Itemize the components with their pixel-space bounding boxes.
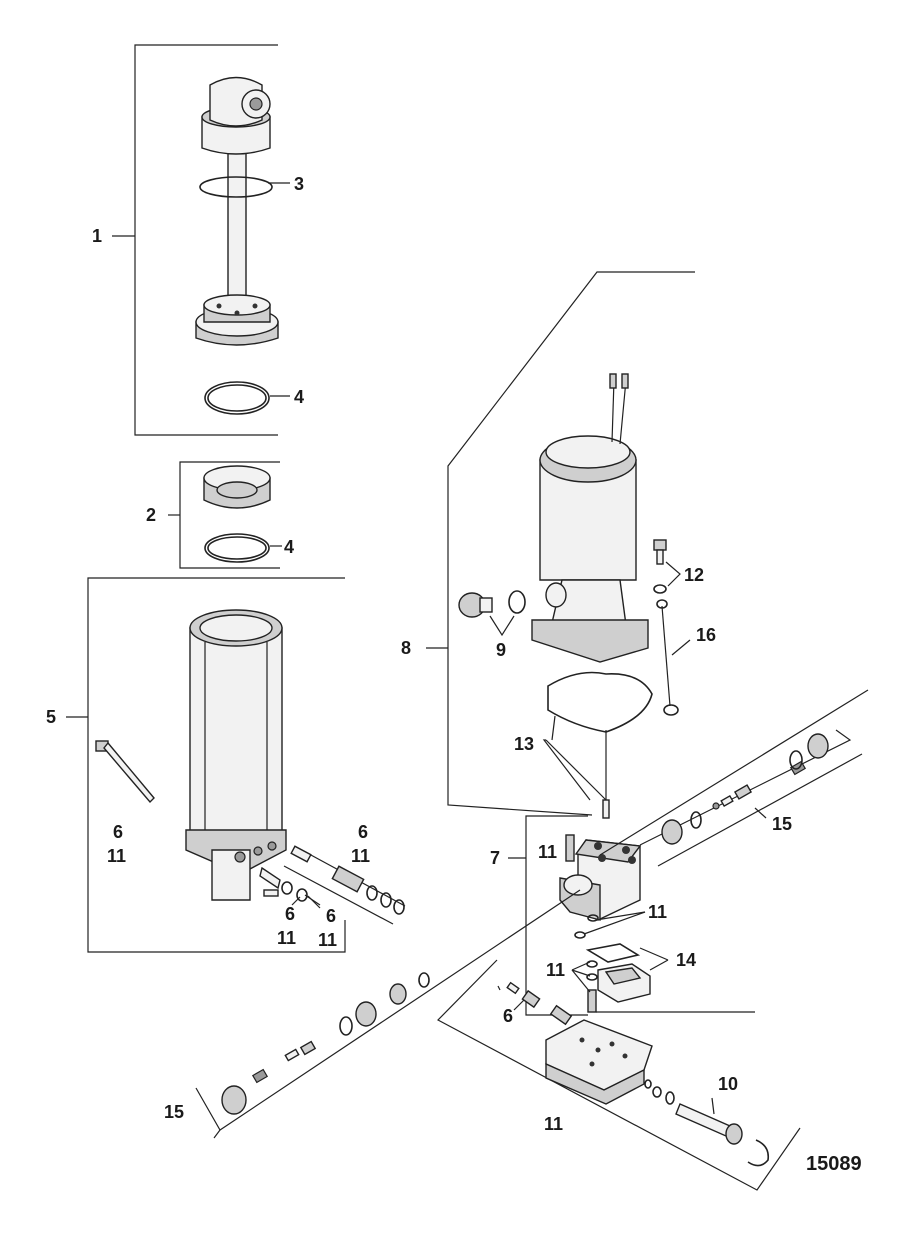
callout-13: 13 bbox=[514, 734, 534, 754]
callout-11-screw: 11 bbox=[538, 842, 557, 862]
o-ring-part-4-upper bbox=[204, 381, 290, 415]
callout-16: 16 bbox=[696, 625, 716, 645]
check-valve-assembly-lower bbox=[195, 889, 581, 1139]
valve-parts-6 bbox=[281, 845, 406, 925]
callout-2: 2 bbox=[146, 505, 156, 525]
callout-11-bolt: 11 bbox=[107, 846, 126, 866]
callout-8: 8 bbox=[401, 638, 411, 658]
screw-washer-part-12 bbox=[653, 539, 681, 609]
callout-6-pin: 6 bbox=[285, 904, 295, 924]
fill-plug-part-9 bbox=[458, 590, 526, 637]
ground-strap-part-16 bbox=[661, 605, 691, 716]
callout-7: 7 bbox=[490, 848, 500, 868]
callout-3: 3 bbox=[294, 174, 304, 194]
cylinder-housing bbox=[185, 609, 287, 901]
callout-4-upper: 4 bbox=[294, 387, 304, 407]
figure-number: 15089 bbox=[806, 1153, 862, 1175]
gasket-part-13 bbox=[542, 671, 653, 819]
callout-11-valve-body: 11 bbox=[544, 1114, 563, 1134]
callout-11-pin: 11 bbox=[277, 928, 296, 948]
callout-6-bolt: 6 bbox=[113, 822, 123, 842]
callout-5: 5 bbox=[46, 707, 56, 727]
valve-body-group bbox=[437, 959, 801, 1191]
callout-11-ring: 11 bbox=[318, 930, 337, 950]
callout-15-lower: 15 bbox=[164, 1102, 184, 1122]
piston-part-2 bbox=[203, 465, 282, 563]
callout-6-valve: 6 bbox=[358, 822, 368, 842]
bracket-2 bbox=[168, 461, 280, 569]
trim-rod-assembly bbox=[195, 76, 279, 346]
check-parts-11 bbox=[571, 960, 755, 1013]
callout-1: 1 bbox=[92, 226, 102, 246]
bracket-8 bbox=[426, 271, 695, 816]
callout-11-check: 11 bbox=[546, 960, 565, 980]
callout-9: 9 bbox=[496, 640, 506, 660]
callout-10: 10 bbox=[718, 1074, 738, 1094]
callout-15-upper: 15 bbox=[772, 814, 792, 834]
callout-6-ring: 6 bbox=[326, 906, 336, 926]
bracket-5 bbox=[66, 577, 346, 953]
callout-11-valve: 11 bbox=[351, 846, 370, 866]
callout-12: 12 bbox=[684, 565, 704, 585]
bolt-part-6 bbox=[95, 740, 155, 804]
callout-14: 14 bbox=[676, 950, 696, 970]
callout-4-lower: 4 bbox=[284, 537, 294, 557]
pump-motor bbox=[531, 373, 649, 663]
callout-11-washers: 11 bbox=[648, 902, 667, 922]
bracket-1 bbox=[112, 44, 278, 436]
filter-part-14 bbox=[585, 943, 669, 1003]
check-valve-assembly-upper bbox=[599, 689, 869, 867]
callout-6-bottom: 6 bbox=[503, 1006, 513, 1026]
spool-part-10 bbox=[644, 1079, 770, 1167]
pump-manifold bbox=[559, 834, 646, 939]
